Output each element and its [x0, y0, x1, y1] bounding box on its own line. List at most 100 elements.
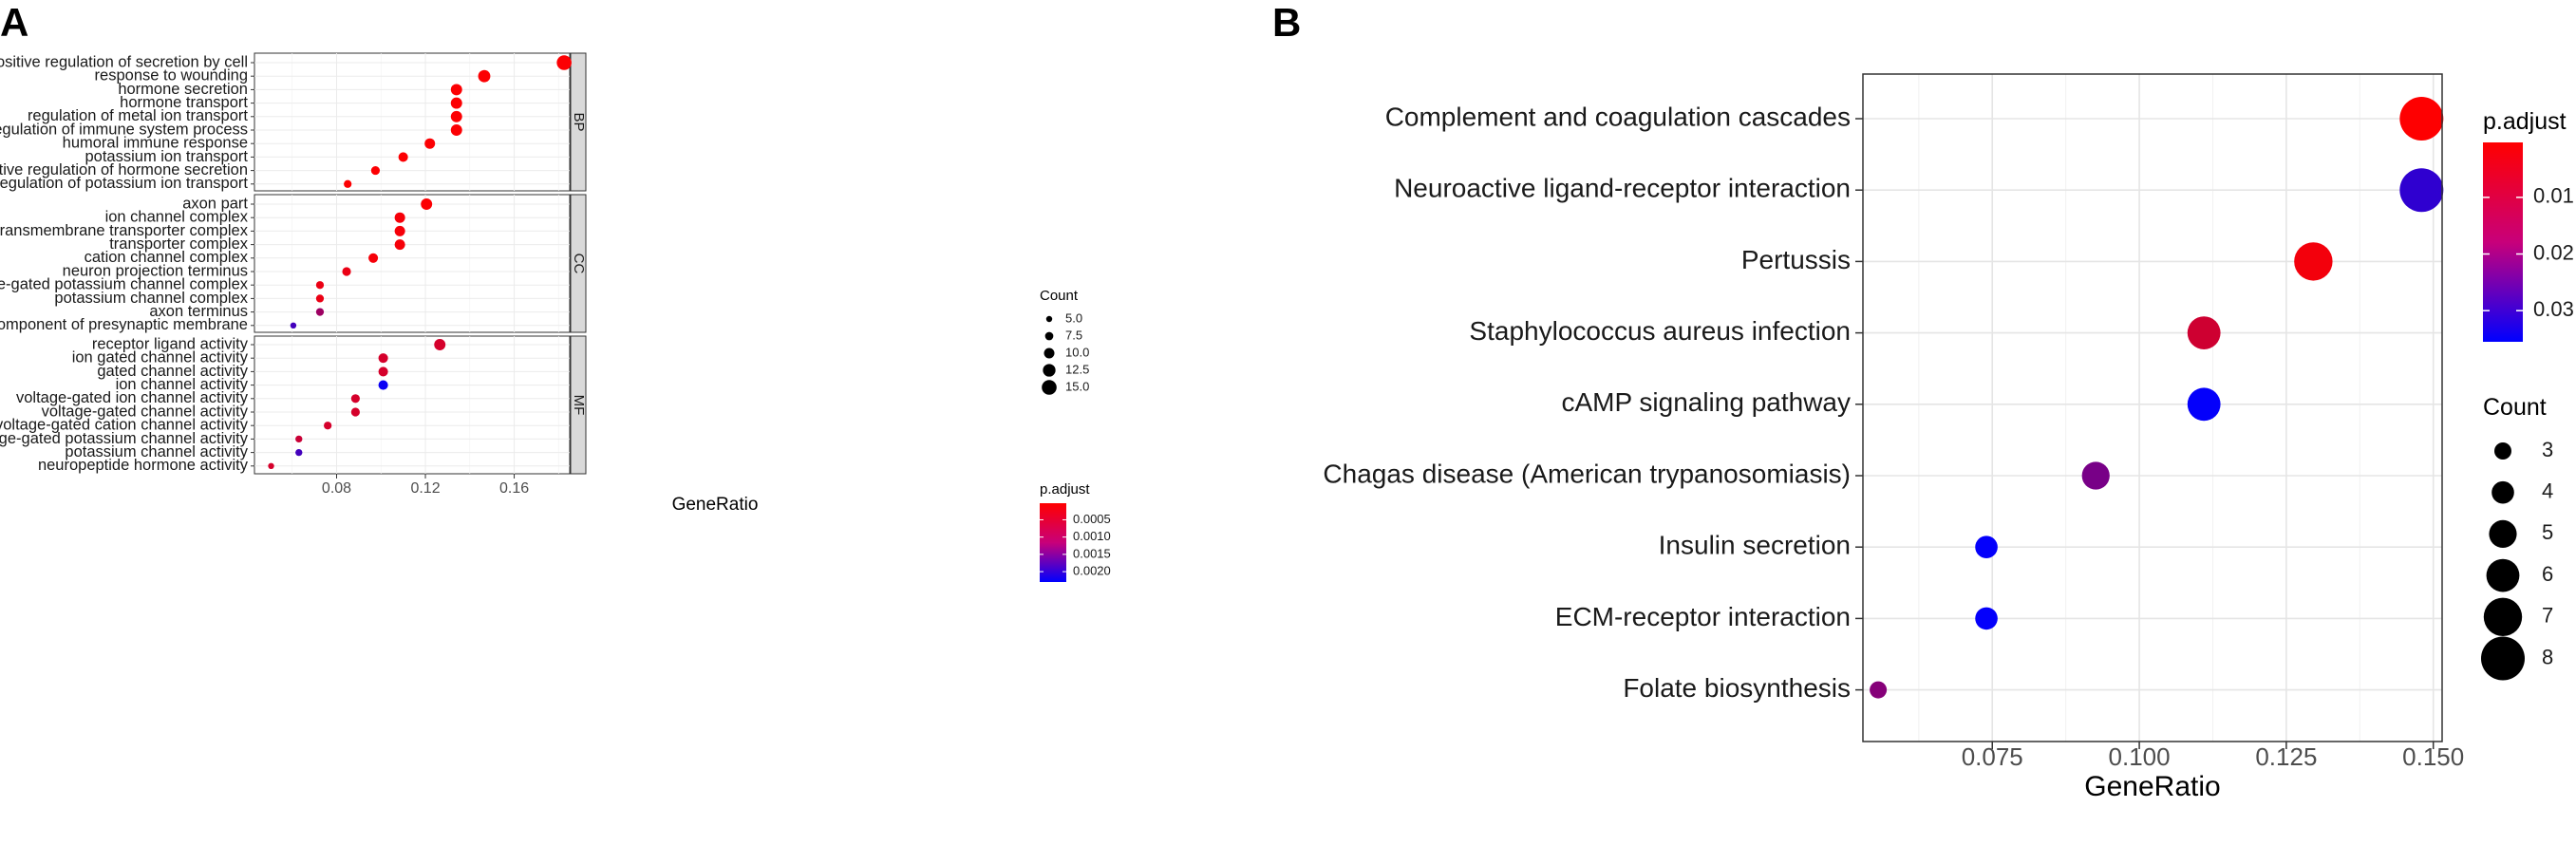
term-rows-b: Complement and coagulation cascadesNeuro… [1323, 97, 2444, 703]
facet-strip [570, 52, 587, 192]
count-legend-label: 4 [2542, 479, 2553, 503]
plot-area-b [1862, 73, 2443, 742]
term-label: cation channel complex [85, 249, 249, 266]
term-dot [478, 69, 491, 83]
count-legend-label: 8 [2542, 645, 2553, 668]
term-label: positive regulation of secretion by cell [0, 53, 248, 70]
term-dot [394, 239, 405, 251]
term-dot [350, 407, 360, 417]
term-label: axon terminus [149, 303, 248, 320]
x-tick-label: 0.16 [499, 480, 529, 497]
facet-strip-label: MF [571, 395, 587, 416]
padjust-legend-title-b: p.adjust [2483, 108, 2567, 135]
padjust-legend-title-a: p.adjust [1040, 481, 1090, 498]
count-legend-label: 12.5 [1065, 362, 1089, 376]
term-label: ECM-receptor interaction [1555, 602, 1851, 631]
term-dot [268, 462, 274, 469]
colorbar-label: 0.0010 [1073, 529, 1111, 543]
term-label: positive regulation of hormone secretion [0, 161, 248, 178]
count-legend-dot [1044, 331, 1054, 341]
panel-a-label: A [0, 0, 28, 45]
term-dot [378, 366, 388, 377]
term-dot [2081, 461, 2110, 490]
count-legend-dot [2486, 558, 2520, 592]
term-dot [378, 380, 388, 390]
padjust-legend-ticks-b: 0.010.020.03 [2483, 184, 2574, 321]
term-label: negative regulation of immune system pro… [0, 121, 248, 138]
term-dot [2399, 168, 2444, 213]
term-dot [450, 84, 462, 96]
colorbar-label: 0.0015 [1073, 546, 1111, 560]
x-tick-label: 0.150 [2402, 742, 2464, 771]
term-label: voltage-gated ion channel activity [16, 389, 249, 406]
term-dot [295, 448, 303, 457]
term-dot [350, 394, 360, 404]
term-label: potassium channel complex [54, 290, 248, 307]
count-legend-label: 7.5 [1065, 328, 1082, 342]
panel-b-chart: Complement and coagulation cascadesNeuro… [1323, 73, 2574, 802]
colorbar-label: 0.0020 [1073, 564, 1111, 578]
term-label: voltage-gated channel activity [42, 403, 249, 420]
term-dot [2187, 387, 2221, 422]
term-label: Staphylococcus aureus infection [1469, 316, 1851, 346]
term-label: receptor ligand activity [92, 335, 249, 352]
count-legend-title-a: Count [1040, 288, 1079, 304]
count-legend-label: 5 [2542, 520, 2553, 544]
count-legend-dot [2494, 442, 2511, 460]
count-legend-label: 3 [2542, 438, 2553, 461]
term-label: Insulin secretion [1659, 531, 1851, 560]
term-dot [394, 212, 405, 223]
count-legend-dot [2489, 519, 2517, 549]
term-label: hormone transport [120, 94, 248, 111]
x-axis-title-a: GeneRatio [672, 495, 759, 515]
term-label: transmembrane transporter complex [0, 222, 249, 239]
term-dot [1975, 535, 1998, 558]
term-label: Complement and coagulation cascades [1385, 102, 1851, 131]
term-label: intrinsic component of presynaptic membr… [0, 316, 248, 333]
term-label: transporter complex [109, 235, 249, 253]
term-label: ion channel complex [105, 209, 249, 226]
term-dot [2399, 97, 2444, 141]
count-legend-label: 6 [2542, 562, 2553, 586]
x-tick-label: 0.08 [322, 480, 351, 497]
count-legend-a: 5.07.510.012.515.0 [1042, 310, 1089, 395]
term-label: voltage-gated cation channel activity [0, 417, 249, 434]
count-legend-dot [2491, 480, 2514, 504]
panel-b-label: B [1272, 0, 1301, 45]
term-dot [421, 198, 433, 210]
facet-strip-label: CC [571, 254, 587, 274]
term-label: potassium ion transport [85, 148, 248, 165]
term-label: voltage-gated potassium channel complex [0, 276, 249, 293]
facet-strip [570, 335, 587, 475]
facet-plot-area [254, 335, 571, 475]
term-dot [2187, 316, 2221, 349]
term-label: humoral immune response [63, 135, 248, 152]
term-label: axon part [182, 195, 248, 212]
term-label: ion channel activity [116, 376, 249, 393]
term-dot [424, 138, 436, 149]
term-label: voltage-gated potassium channel activity [0, 430, 249, 447]
term-dot [450, 124, 462, 136]
term-dot [434, 339, 446, 350]
term-label: Neuroactive ligand-receptor interaction [1394, 174, 1851, 203]
term-label: cAMP signaling pathway [1561, 387, 1851, 417]
term-dot [324, 422, 332, 430]
count-legend-dot [1045, 315, 1053, 323]
term-dot [450, 110, 462, 122]
colorbar-label: 0.02 [2533, 240, 2574, 264]
count-legend-label: 7 [2542, 604, 2553, 628]
count-legend-label: 15.0 [1065, 379, 1089, 393]
count-legend-title-b: Count [2483, 394, 2547, 421]
x-tick-label: 0.100 [2109, 742, 2171, 771]
term-dot [368, 253, 379, 263]
term-label: gated channel activity [97, 363, 248, 380]
term-dot [315, 294, 325, 303]
